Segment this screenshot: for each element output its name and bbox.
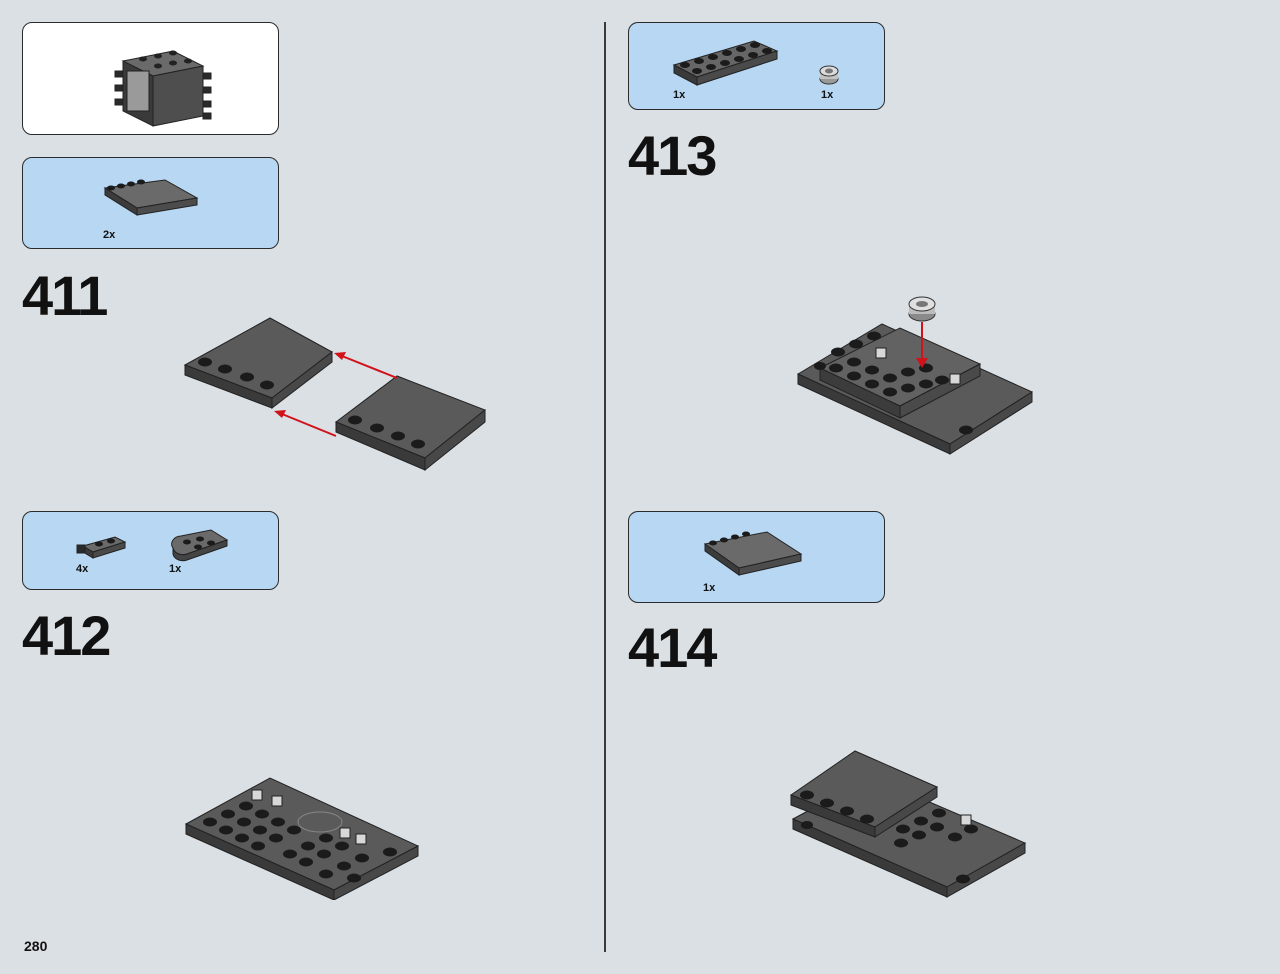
page-divider <box>604 22 606 952</box>
submodel-preview-image <box>114 50 212 127</box>
gray-tile-4x4-icon <box>103 179 199 216</box>
step-number-411: 411 <box>22 264 108 327</box>
submodel-preview-box <box>22 22 279 135</box>
parts-list-box-411: 2x <box>22 157 279 249</box>
page-number: 280 <box>24 938 48 954</box>
dark-plate-2x6-icon <box>672 40 779 86</box>
part-qty: 1x <box>821 89 834 101</box>
step-414-assembly <box>789 750 1027 898</box>
parts-list-box-412: 4x 1x <box>22 511 279 590</box>
step-412-parts-icons <box>76 529 229 562</box>
step-number-414: 414 <box>628 616 717 679</box>
step-411-assembly <box>183 317 486 472</box>
step-number-413: 413 <box>628 124 717 187</box>
gray-round-plate-icon <box>171 529 229 562</box>
parts-list-box-414: 1x <box>628 511 885 603</box>
part-qty: 1x <box>169 563 182 575</box>
part-qty: 1x <box>673 89 686 101</box>
step-413-assembly <box>796 296 1034 455</box>
step-number-412: 412 <box>22 604 111 667</box>
part-qty: 4x <box>76 563 89 575</box>
light-round-brick-icon <box>819 65 839 85</box>
step-412-assembly <box>184 777 420 900</box>
step-413-parts-icons <box>672 40 839 86</box>
parts-list-box-413: 1x 1x <box>628 22 885 110</box>
gray-tile-4x4-icon <box>703 531 803 576</box>
part-qty: 1x <box>703 582 716 594</box>
gray-plate-1x2-with-clip-icon <box>76 536 127 559</box>
part-qty: 2x <box>103 229 116 241</box>
